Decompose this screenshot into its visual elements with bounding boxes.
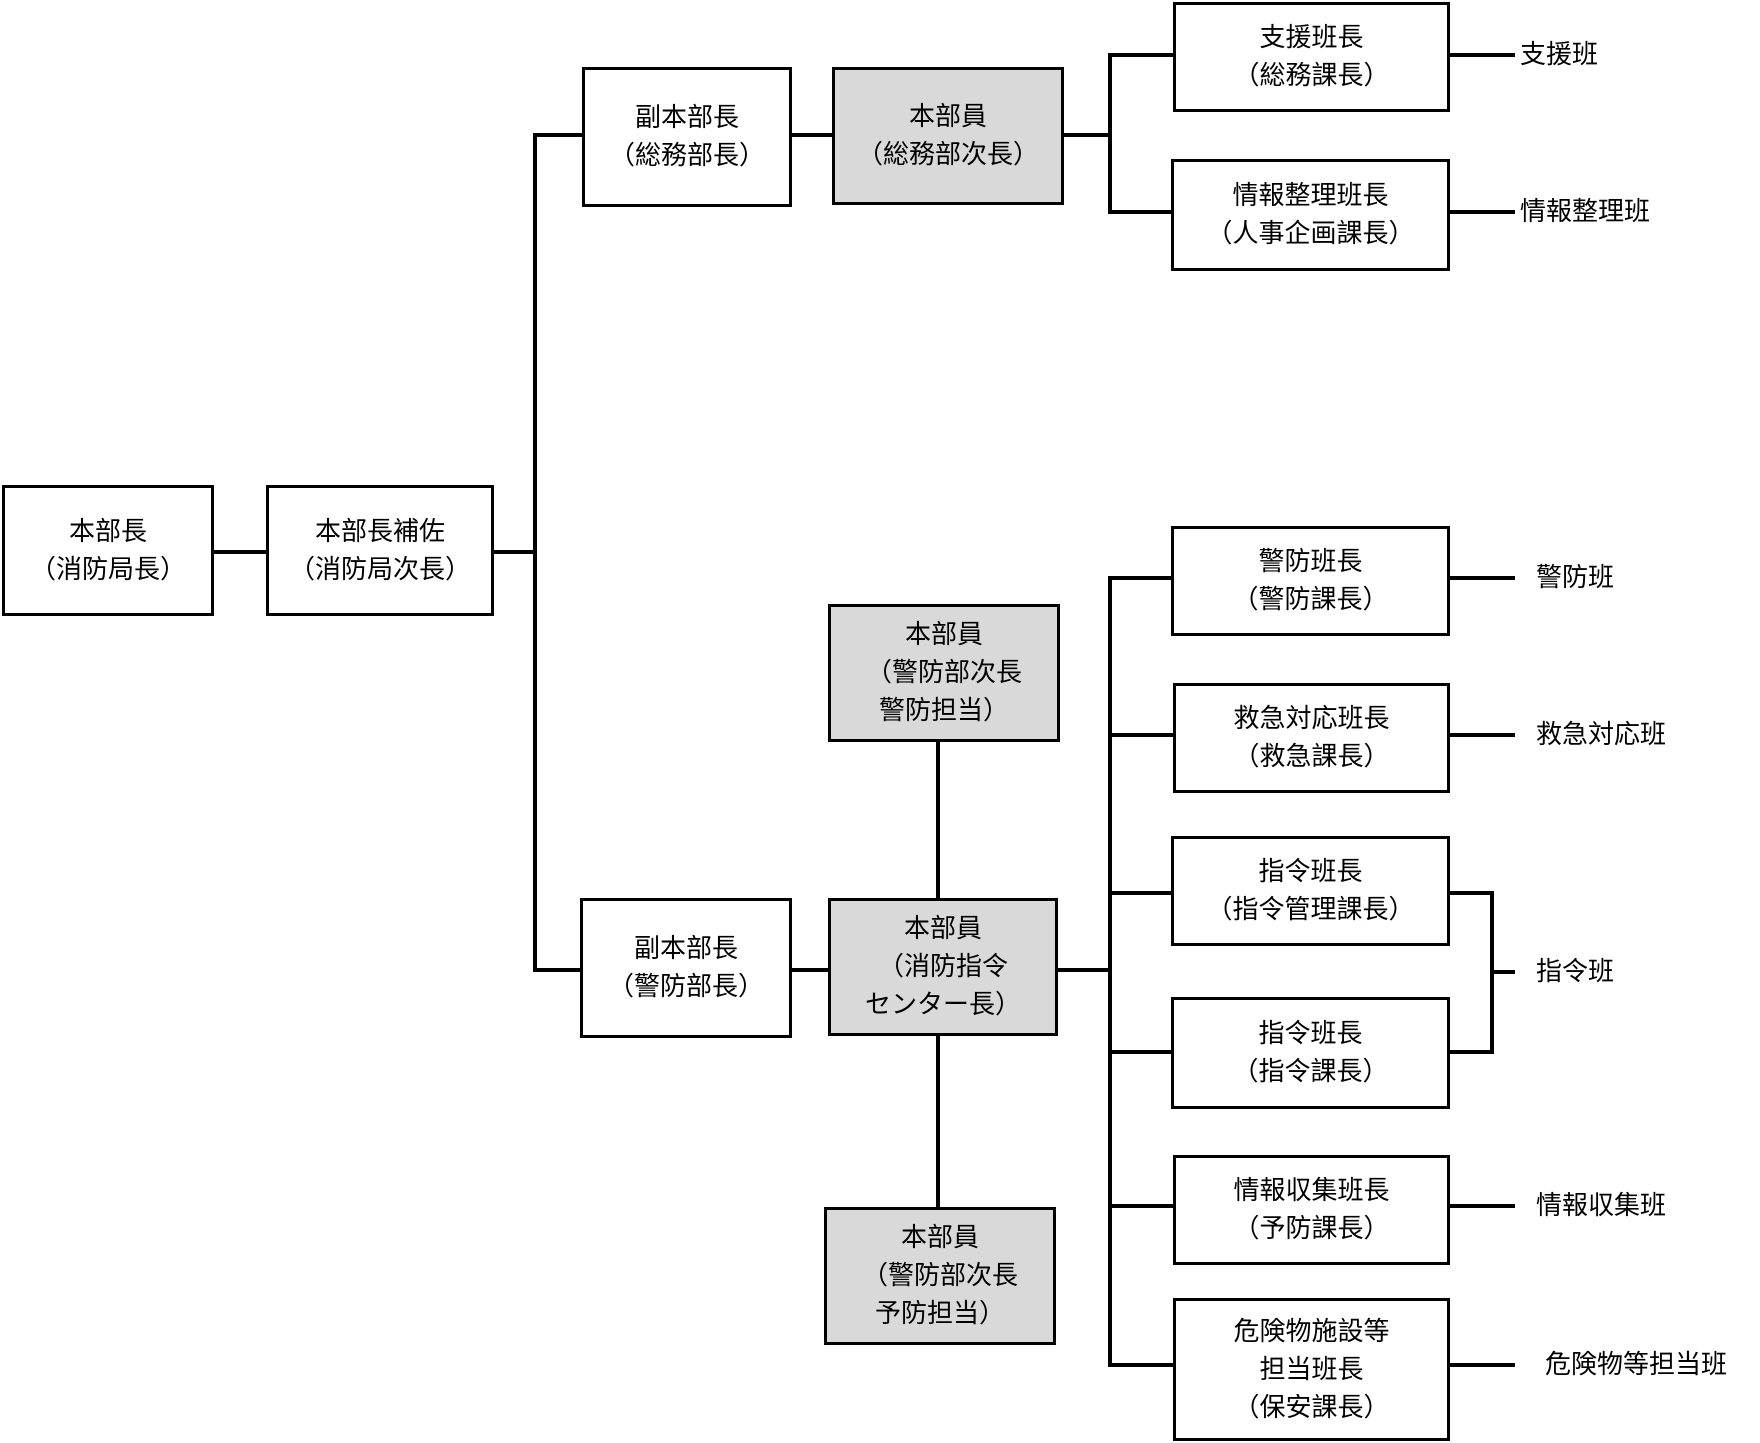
node-keibo-lead: 警防班長 （警防課長） (1171, 526, 1450, 636)
node-command-lead-2: 指令班長 （指令課長） (1171, 997, 1450, 1109)
node-member-general: 本部員 （総務部次長） (832, 67, 1064, 205)
team-info-collect: 情報収集班 (1536, 1191, 1667, 1221)
node-member-keibo-b: 本部員 （警防部次長 予防担当） (824, 1207, 1056, 1345)
team-ems: 救急対応班 (1536, 720, 1667, 750)
node-chief: 本部長 （消防局長） (2, 485, 214, 616)
team-info-org: 情報整理班 (1520, 197, 1651, 227)
node-support-lead: 支援班長 （総務課長） (1173, 2, 1450, 112)
team-hazmat: 危険物等担当班 (1545, 1350, 1728, 1380)
team-support: 支援班 (1520, 40, 1599, 70)
node-member-keibo-a: 本部員 （警防部次長 警防担当） (828, 604, 1060, 742)
node-hazmat-lead: 危険物施設等 担当班長 （保安課長） (1173, 1298, 1450, 1441)
team-command: 指令班 (1536, 957, 1615, 987)
node-ems-lead: 救急対応班長 （救急課長） (1173, 683, 1450, 793)
node-info-org-lead: 情報整理班長 （人事企画課長） (1171, 159, 1450, 271)
node-deputy-general: 副本部長 （総務部長） (582, 67, 792, 207)
team-keibo: 警防班 (1536, 563, 1615, 593)
node-member-center: 本部員 （消防指令 センター長） (828, 898, 1058, 1036)
node-assistant: 本部長補佐 （消防局次長） (266, 485, 494, 616)
node-info-collect-lead: 情報収集班長 （予防課長） (1173, 1155, 1450, 1265)
node-deputy-keibo: 副本部長 （警防部長） (580, 898, 792, 1038)
node-command-lead-1: 指令班長 （指令管理課長） (1171, 836, 1450, 946)
